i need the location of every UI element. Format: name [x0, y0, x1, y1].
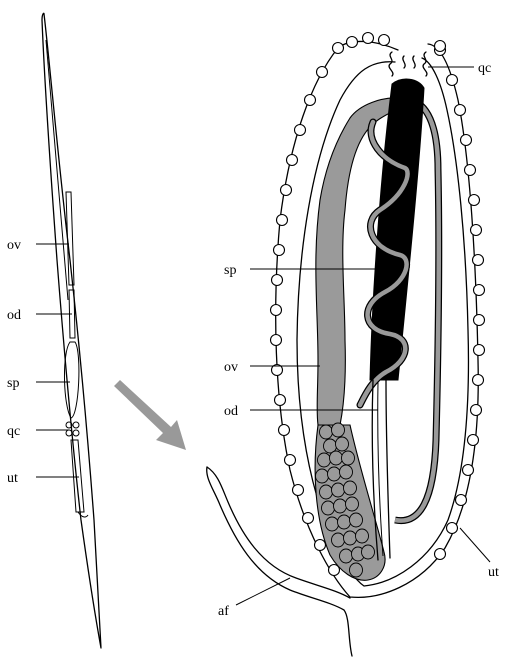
body-wall-bump [465, 165, 476, 176]
egg-cell [340, 549, 353, 563]
egg-cell [338, 515, 351, 529]
enlargement-arrow [114, 380, 186, 450]
enlarged-detail-drawing: qc sp ov od ut af [207, 33, 499, 657]
body-wall-bump [293, 485, 304, 496]
body-wall-bump [379, 35, 390, 46]
body-wall-bump [274, 245, 285, 256]
right-label-od: od [224, 404, 238, 419]
egg-cell [346, 497, 359, 511]
body-wall-bump [456, 495, 467, 506]
body-wall-bump [463, 465, 474, 476]
body-wall-bump [287, 155, 298, 166]
egg-cell [330, 451, 343, 465]
body-wall-bump [305, 95, 316, 106]
right-label-ov: ov [224, 360, 238, 375]
body-wall-bump [461, 135, 472, 146]
body-wall-bump [455, 105, 466, 116]
body-wall-bump [468, 435, 479, 446]
left-label-sp: sp [7, 376, 19, 391]
body-wall-bump [303, 513, 314, 524]
egg-cell [344, 481, 357, 495]
body-wall-bump [347, 37, 358, 48]
body-wall-bump [279, 425, 290, 436]
left-label-qc: qc [7, 424, 20, 439]
worm-body-outline [42, 13, 101, 648]
right-ut-leader [460, 528, 490, 562]
body-wall-bump [474, 345, 485, 356]
egg-cell [344, 531, 357, 545]
body-wall-bump [474, 285, 485, 296]
egg-cell [340, 465, 353, 479]
body-wall-bump [271, 335, 282, 346]
body-wall-bump [285, 455, 296, 466]
egg-cell [336, 437, 349, 451]
body-wall-bump [471, 225, 482, 236]
egg-cell [318, 453, 331, 467]
quadricolumnar-cells [389, 52, 427, 76]
worm-ovary-tube [66, 192, 74, 285]
egg-cell [334, 499, 347, 513]
egg-cell [328, 467, 341, 481]
right-label-qc: qc [478, 61, 491, 76]
egg-cell [350, 563, 363, 577]
egg-cell [362, 545, 375, 559]
body-wall-bump [471, 405, 482, 416]
egg-cell [342, 451, 355, 465]
egg-cell [322, 501, 335, 515]
egg-cell [350, 513, 363, 527]
body-wall-bump [447, 75, 458, 86]
right-label-ut: ut [488, 565, 499, 580]
egg-cell [316, 469, 329, 483]
egg-cell [320, 485, 333, 499]
left-label-od: od [7, 308, 21, 323]
body-wall-bump [473, 375, 484, 386]
body-wall-bump [295, 125, 306, 136]
egg-cell [326, 517, 339, 531]
oviduct-right [386, 380, 390, 558]
body-wall-bump [469, 195, 480, 206]
body-wall-bump [281, 185, 292, 196]
worm-uterus [71, 440, 84, 512]
body-wall-bump [272, 275, 283, 286]
body-wall-bump [317, 67, 328, 78]
whole-worm-drawing: ov od sp qc ut [7, 13, 101, 648]
body-wall-bump [333, 43, 344, 54]
body-wall-bump [275, 395, 286, 406]
body-wall-bump [271, 305, 282, 316]
body-wall-bump [473, 255, 484, 266]
body-wall-bump [447, 523, 458, 534]
right-af-leader [236, 578, 290, 605]
body-wall-bump [277, 215, 288, 226]
body-wall-bump [474, 315, 485, 326]
egg-cell [356, 529, 369, 543]
right-label-sp: sp [224, 263, 236, 278]
body-wall-bump [363, 33, 374, 44]
egg-cell [332, 483, 345, 497]
left-label-ov: ov [7, 238, 21, 253]
right-label-af: af [218, 604, 229, 619]
worm-uterus-tail [78, 512, 88, 517]
egg-cell [320, 425, 333, 439]
body-wall-bump [435, 41, 446, 52]
egg-cell [332, 533, 345, 547]
body-wall-bump [435, 549, 446, 560]
egg-cell [332, 423, 345, 437]
body-wall-bump [315, 540, 326, 551]
left-label-ut: ut [7, 471, 18, 486]
